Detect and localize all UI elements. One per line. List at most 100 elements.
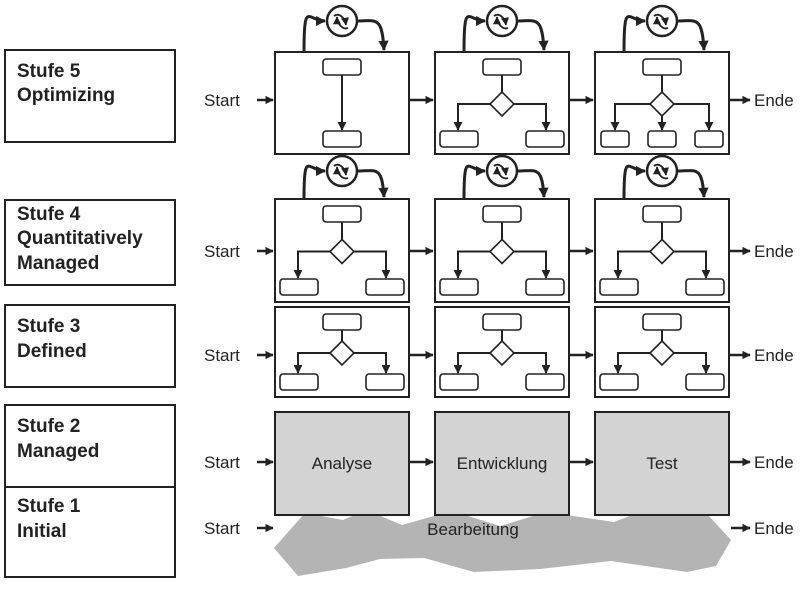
feedback-loop-curve [676,169,709,199]
flow-decision-diamond [488,90,516,118]
process-box-stufe3-2 [434,306,570,398]
feedback-loop-curve [356,19,389,52]
stufe1-chaotic-process-shape [274,507,731,576]
flow-step-box [647,130,677,148]
refresh-arrow-icon [493,163,509,176]
feedback-loop-curve [356,169,389,199]
flow-connector [514,250,551,279]
flow-connector [613,250,650,279]
refresh-arrow-icon [333,13,349,26]
flow-step-box [599,373,639,391]
refresh-cycle-icon [485,154,519,188]
stufe2-phase-entwicklung: Entwicklung [434,411,570,516]
flow-connector [674,352,711,374]
flow-decision-diamond [648,339,676,367]
flow-connector [453,352,490,374]
flow-decision-diamond [328,238,356,265]
end-label-4: Ende [754,242,794,261]
flow-step-box [482,313,522,331]
refresh-cycle-icon [325,4,359,38]
start-label-1: Start [204,519,240,538]
flow-connector [354,250,391,279]
feedback-loop-stufe5-1 [302,4,389,53]
phase-label-test: Test [646,454,677,473]
refresh-cycle-icon [325,154,359,188]
flow-step-box [279,373,319,391]
feedback-loop-curve [516,169,549,199]
feedback-loop-curve [676,19,709,52]
flow-step-box [525,373,565,391]
flow-connector [453,250,490,279]
flow-step-box [482,58,522,76]
refresh-arrow-icon [492,166,509,180]
level-1-title: Stufe 1 [17,496,81,517]
phase-label-analyse: Analyse [312,454,372,473]
flow-step-box [439,278,479,296]
refresh-arrow-icon [332,16,349,30]
level-label-stufe-3: Stufe 3 Defined [4,304,176,388]
flow-step-box [322,313,362,331]
flow-connector [514,352,551,374]
flow-step-box [482,205,522,223]
level-2-title: Stufe 2 [17,416,80,437]
flow-connector [674,250,711,279]
refresh-arrow-icon [493,13,509,26]
feedback-loop-stufe4-3 [622,154,709,200]
level-label-stufe-4: Stufe 4 Quantitatively Managed [4,199,176,286]
process-box-stufe4-3 [594,198,730,303]
process-boxes [274,51,730,398]
level-label-stufe-2: Stufe 2 Managed [4,404,176,488]
flow-connector [453,103,490,131]
feedback-loop-stufe4-1 [302,154,389,200]
flow-step-box [642,58,682,76]
flow-step-box [642,313,682,331]
level-1-name: Initial [17,521,67,542]
refresh-cycle-icon [485,4,519,38]
process-box-stufe5-3 [594,51,730,155]
flow-connector [610,103,650,131]
stufe2-phase-analyse: Analyse [274,411,410,516]
feedback-loop-curve [622,15,647,53]
flow-step-box [322,58,362,76]
refresh-arrow-icon [653,13,669,26]
flow-step-box [525,278,565,296]
refresh-arrow-icon [333,163,349,176]
feedback-loop-curve [462,164,487,200]
refresh-arrow-icon [652,16,669,30]
level-4-title: Stufe 4 [17,204,81,225]
end-label-3: Ende [754,346,794,365]
refresh-cycle-icon [645,154,679,188]
level-2-name: Managed [17,441,99,462]
level-3-name: Defined [17,341,87,362]
flow-step-box [439,373,479,391]
end-label-2: Ende [754,453,794,472]
end-label-1: Ende [754,519,794,538]
feedback-loop-curve [302,15,327,53]
level-5-title: Stufe 5 [17,61,81,82]
feedback-loops [302,4,709,200]
level-3-title: Stufe 3 [17,316,80,337]
flow-connector [293,352,330,374]
flow-step-box [322,130,362,148]
stufe1-phase-label: Bearbeitung [427,520,519,539]
flow-connector [293,250,330,279]
level-5-name: Optimizing [17,85,115,106]
flow-step-box [322,205,362,223]
end-labels: Ende Ende Ende Ende Ende [754,91,794,538]
refresh-arrow-icon [653,163,669,176]
start-label-3: Start [204,346,240,365]
feedback-loop-stufe5-2 [462,4,549,53]
process-box-stufe5-1 [274,51,410,155]
flow-step-box [599,278,639,296]
flow-connector [514,103,551,131]
process-box-stufe4-2 [434,198,570,303]
refresh-arrow-icon [332,166,349,180]
flow-connector [613,352,650,374]
end-label-5: Ende [754,91,794,110]
stufe2-phase-test: Test [594,411,730,516]
flow-decision-diamond [488,339,516,367]
level-4-name: Quantitatively [17,228,143,249]
flow-decision-diamond [328,339,356,367]
flow-step-box [525,130,565,148]
